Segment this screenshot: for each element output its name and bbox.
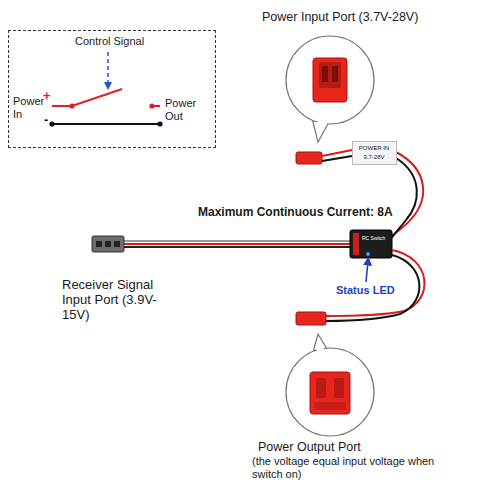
output-lead: [296, 250, 425, 325]
sleeve-text: 3.7-28V: [353, 154, 395, 161]
input-callout: [286, 36, 374, 142]
schematic-inset: Control SignalPower In+ - Power Out: [8, 30, 216, 148]
note-text: (the voltage equal input voltage when sw…: [252, 455, 436, 480]
board-marking: RC Switch: [362, 236, 390, 242]
port-title: Receiver Signal Input Port (3.9V-15V): [62, 278, 172, 323]
receiver-lead: [92, 236, 352, 252]
led-pointer: [366, 261, 368, 282]
switch-schematic: [49, 52, 162, 127]
port-title: Power Input Port (3.7V-28V): [262, 10, 477, 24]
port-label: Power Out: [165, 97, 209, 122]
sleeve-text: POWER IN: [353, 145, 395, 152]
signal-label: Control Signal: [75, 35, 165, 48]
port-label: Power In: [13, 95, 47, 120]
output-callout: [286, 334, 374, 436]
wire-sleeve: POWER IN 3.7-28V: [352, 141, 397, 165]
rating-label: Maximum Continuous Current: 8A: [198, 206, 410, 220]
polarity-mark: -: [44, 113, 56, 128]
port-title: Power Output Port: [258, 440, 458, 454]
led-label: Status LED: [336, 284, 406, 297]
polarity-mark: +: [43, 89, 55, 104]
switch-board: [350, 230, 392, 258]
